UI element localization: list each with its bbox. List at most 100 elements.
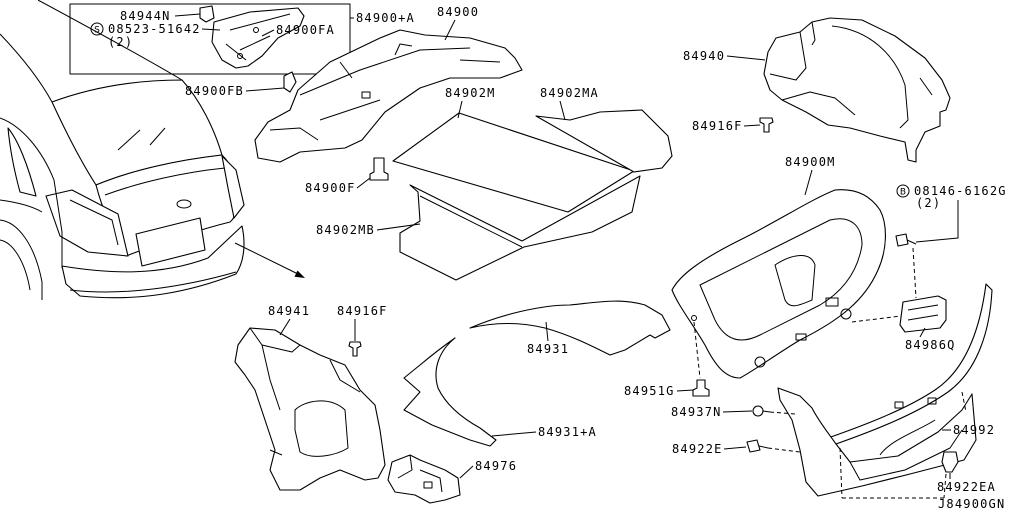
trunk-lid-finisher-clip-hole [691,315,697,321]
trunk-floor-trim-clip-seat [361,91,371,99]
bracket-84986Q-detail [907,304,939,321]
bracket-hole [253,27,259,33]
bolt-symbol: B [900,188,906,198]
side-trim-84941-detail [249,327,361,457]
part-84931-carpet [469,300,671,356]
leader-84986Q [919,327,926,338]
side-trim-84940-detail [769,21,933,129]
leader-84902M [457,100,463,119]
clip-84916F-lower [348,341,362,357]
part-84900-trunk-floor-trim [254,29,523,163]
part-84986Q-bracket [899,295,947,333]
vehicle-side-lower-line [0,199,43,213]
part-84902MA-floor-mat [535,109,673,173]
clip-84922E [746,439,769,453]
vehicle-wheel [0,239,31,291]
rear-finisher-detail [849,419,963,481]
floor-mat-84902MA-outline [535,109,673,173]
vehicle-left-taillight-detail [69,199,119,246]
arrow-shaft [234,242,299,275]
label-84900-plus-A: 84900+A [356,11,415,25]
floor-mat-84902MB-fold [419,195,523,248]
trunk-lid-finisher-tab [795,333,807,341]
part-84902MB-floor-mat [399,175,641,281]
screw-symbol-circle [90,22,104,36]
clip-84937N-shaft [762,410,771,413]
vehicle-roof-line [37,0,183,81]
leader-84951G [676,389,694,392]
leader-84937N [722,410,753,413]
trunk-lid-finisher-clip-hole [754,356,766,368]
vehicle-roof-edge [0,33,53,103]
trunk-lid-finisher-outline [671,189,886,379]
side-trim-84940-outline [763,17,951,163]
label-84940: 84940 [683,49,725,63]
part-84900M-trunk-lid-finisher [671,189,886,379]
assembly-dashed-lines [693,247,967,499]
clip-84922E-shaft [758,445,769,449]
label-84922E: 84922E [672,442,723,456]
trunk-lid-finisher-clip-hole [840,308,852,320]
vehicle-bumper-lower-line [69,271,237,293]
bolt-symbol-circle [896,184,910,198]
bracket-hole [237,53,243,59]
clip-84922EA [941,451,959,473]
assembly-line [693,321,701,379]
label-84916F-lower: 84916F [337,304,388,318]
label-84931-plus-A: 84931+A [538,425,597,439]
vehicle-emblem [176,199,192,209]
label-84900FA: 84900FA [276,23,335,37]
screw-symbol: S [94,26,100,36]
label-84916F-upper: 84916F [692,119,743,133]
clip-84900F [369,157,389,181]
label-84976: 84976 [475,459,517,473]
leader-84931-plus-A [491,431,537,437]
label-84922EA: 84922EA [937,480,996,494]
leader-84902MB [376,223,421,231]
callout-labels: 84944N S 08523-51642 (2) 84900FA 84900+A… [90,5,1007,511]
leader-84900F [356,177,371,189]
leader-84902MA [559,100,566,121]
clip-84944N [199,5,215,23]
side-trim-84941-outline [234,327,386,491]
label-84931: 84931 [527,342,569,356]
trunk-floor-trim-outline [254,29,523,163]
label-84900F: 84900F [305,181,356,195]
label-84902MA: 84902MA [540,86,599,100]
bracket-84976-slot [423,481,433,489]
part-84940-side-trim [763,17,951,163]
vehicle-left-taillight [45,189,129,257]
direction-arrow [234,242,305,278]
clip-84951G [692,379,710,397]
label-84944N: 84944N [120,9,171,23]
bolt-head [895,233,909,247]
leader-84941 [279,318,291,336]
rear-finisher-clip-seat [927,397,937,405]
bracket-84900FA [211,7,305,69]
clip-84916F-upper [759,117,774,133]
vehicle-license-plate-recess [135,217,206,267]
vehicle-rear-bumper [61,225,245,299]
part-84941-side-trim [234,327,386,491]
inset-box-84900-plus-A [69,3,351,75]
leader-84922E [723,446,747,450]
trunk-lid-finisher-bulge [774,255,816,307]
assembly-line [961,391,967,413]
label-bolt-number: 08146-6162G [914,184,1007,198]
assembly-line [767,447,801,453]
trunk-floor-trim-detail [269,43,501,141]
part-84976-bracket [387,454,461,504]
bolt-08146-6162G [895,233,917,247]
clip-84922E-head [746,439,761,453]
vehicle-window-reflection [117,127,166,151]
vehicle-right-taillight [221,155,245,219]
leader-84976 [459,465,474,479]
leader-84931 [545,321,549,342]
leader-08523-51642 [201,28,221,31]
leader-84900M [804,169,813,196]
arrow-head [294,270,305,278]
label-84941: 84941 [268,304,310,318]
bracket-84976-detail [397,454,443,493]
clip-84937N-head [752,405,764,417]
